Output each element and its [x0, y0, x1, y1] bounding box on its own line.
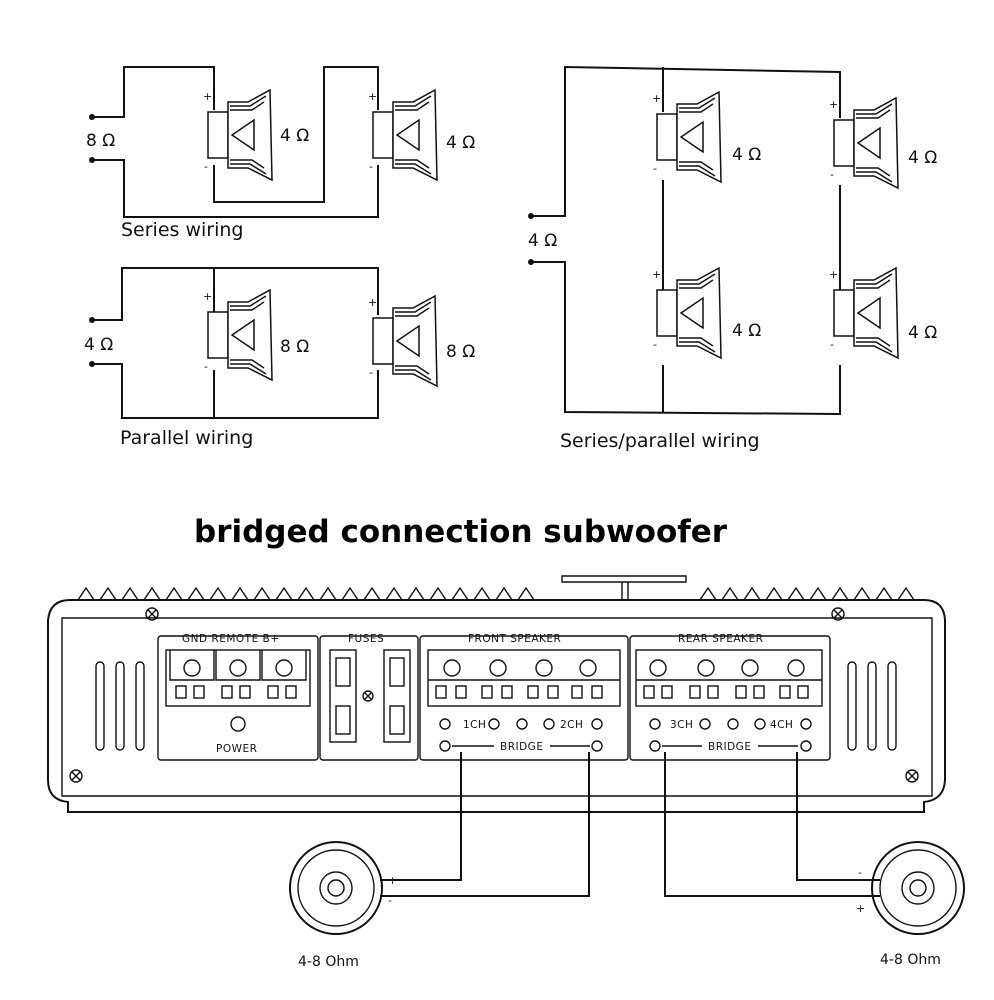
rear-speaker-block: [629, 635, 831, 761]
svg-text:+: +: [388, 874, 397, 887]
fuses-block: [319, 635, 419, 761]
sp-speaker-br-ohm: 4 Ω: [908, 323, 937, 343]
power-block: [157, 635, 319, 761]
svg-text:+: +: [856, 902, 865, 915]
sp-speaker-tr-ohm: 4 Ω: [908, 148, 937, 168]
fuses-header: FUSES: [348, 633, 384, 645]
power-header: GND REMOTE B+: [182, 633, 280, 645]
parallel-caption: Parallel wiring: [120, 427, 253, 449]
front-speaker-block: [419, 635, 629, 761]
svg-text:-: -: [858, 866, 862, 879]
sp-speaker-tl-ohm: 4 Ω: [732, 145, 761, 165]
sp-speaker-bl-ohm: 4 Ω: [732, 321, 761, 341]
svg-text:-: -: [388, 894, 392, 907]
rear-header: REAR SPEAKER: [678, 633, 763, 645]
series-input-ohm: 8 Ω: [86, 131, 115, 151]
sp-input-ohm: 4 Ω: [528, 231, 557, 251]
sp-caption: Series/parallel wiring: [560, 430, 760, 452]
left-sub-label: 4-8 Ohm: [298, 954, 359, 970]
amplifier: GND REMOTE B+ POWER FUSES FRONT SPEAKER: [47, 575, 946, 813]
bridge-title: bridged connection subwoofer: [194, 514, 728, 550]
left-subwoofer: + -: [289, 841, 397, 935]
parallel-speaker-1-ohm: 8 Ω: [280, 337, 309, 357]
power-label: POWER: [216, 743, 257, 755]
rear-ch3: 3CH: [670, 719, 693, 731]
parallel-speaker-2-ohm: 8 Ω: [446, 342, 475, 362]
series-wiring-diagram: 8 Ω 4 Ω 4 Ω Series wiring: [86, 66, 475, 241]
parallel-input-ohm: 4 Ω: [84, 335, 113, 355]
right-sub-label: 4-8 Ohm: [880, 952, 941, 968]
series-speaker-2-ohm: 4 Ω: [446, 133, 475, 153]
right-subwoofer: - +: [856, 841, 965, 935]
front-bridge-label: BRIDGE: [500, 741, 543, 753]
front-ch1: 1CH: [463, 719, 486, 731]
rear-ch4: 4CH: [770, 719, 793, 731]
parallel-wiring-diagram: 4 Ω 8 Ω 8 Ω Parallel wiring: [84, 267, 475, 449]
front-ch2: 2CH: [560, 719, 583, 731]
series-speaker-1-ohm: 4 Ω: [280, 126, 309, 146]
rear-bridge-label: BRIDGE: [708, 741, 751, 753]
series-caption: Series wiring: [121, 219, 243, 241]
bridge-wires: [380, 752, 880, 897]
series-parallel-wiring-diagram: 4 Ω 4 Ω 4 Ω 4 Ω 4 Ω Series/parallel wiri…: [528, 65, 937, 452]
front-header: FRONT SPEAKER: [468, 633, 561, 645]
